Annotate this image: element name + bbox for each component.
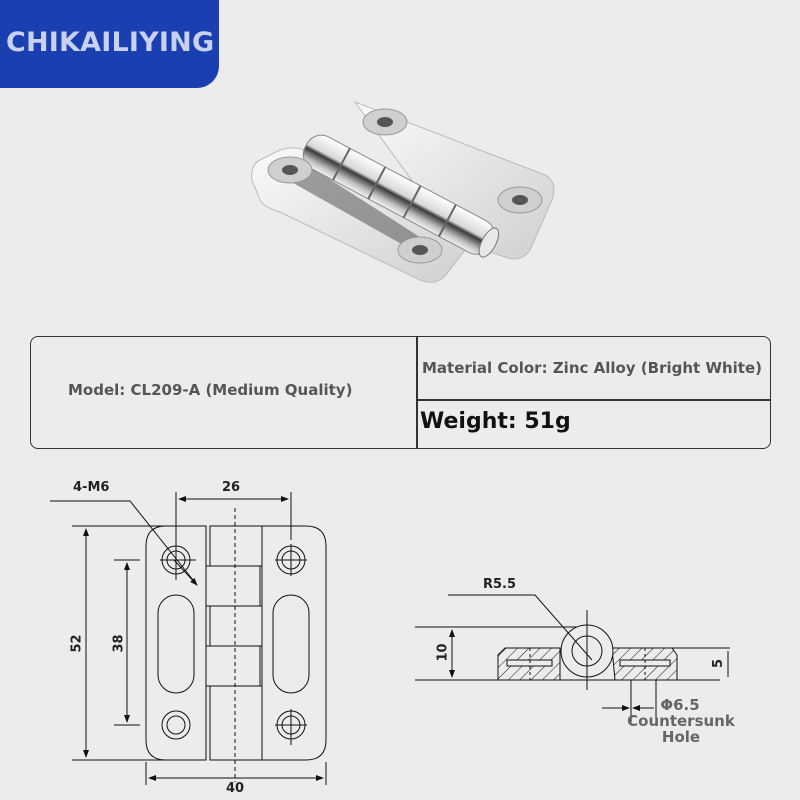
dim-38-label: 38 <box>111 634 127 653</box>
spec-table: Model: CL209-A (Medium Quality) Material… <box>30 336 771 449</box>
hole-spec-label: 4-M6 <box>73 480 110 495</box>
front-view <box>50 492 327 785</box>
brand-name: CHIKAILIYING <box>6 27 215 58</box>
hole-type-line1: Countersunk <box>627 712 735 730</box>
material-text: Material Color: Zinc Alloy (Bright White… <box>422 359 763 377</box>
side-view <box>415 594 730 722</box>
model-text: Model: CL209-A (Medium Quality) <box>68 381 353 399</box>
dim-40-label: 40 <box>226 781 245 796</box>
dim-26-label: 26 <box>222 480 241 495</box>
brand-banner: CHIKAILIYING <box>0 0 219 88</box>
table-divider-horizontal <box>416 399 770 401</box>
dim-10-label: 10 <box>435 643 451 662</box>
radius-label: R5.5 <box>483 577 517 592</box>
table-divider-vertical <box>416 337 418 448</box>
weight-text: Weight: 51g <box>420 409 571 434</box>
dim-5-label: 5 <box>711 658 727 669</box>
hole-diameter-label: Φ6.5 <box>660 696 700 714</box>
dim-52-label: 52 <box>69 634 85 653</box>
product-photo <box>251 100 555 283</box>
hole-type-line2: Hole <box>661 728 701 746</box>
